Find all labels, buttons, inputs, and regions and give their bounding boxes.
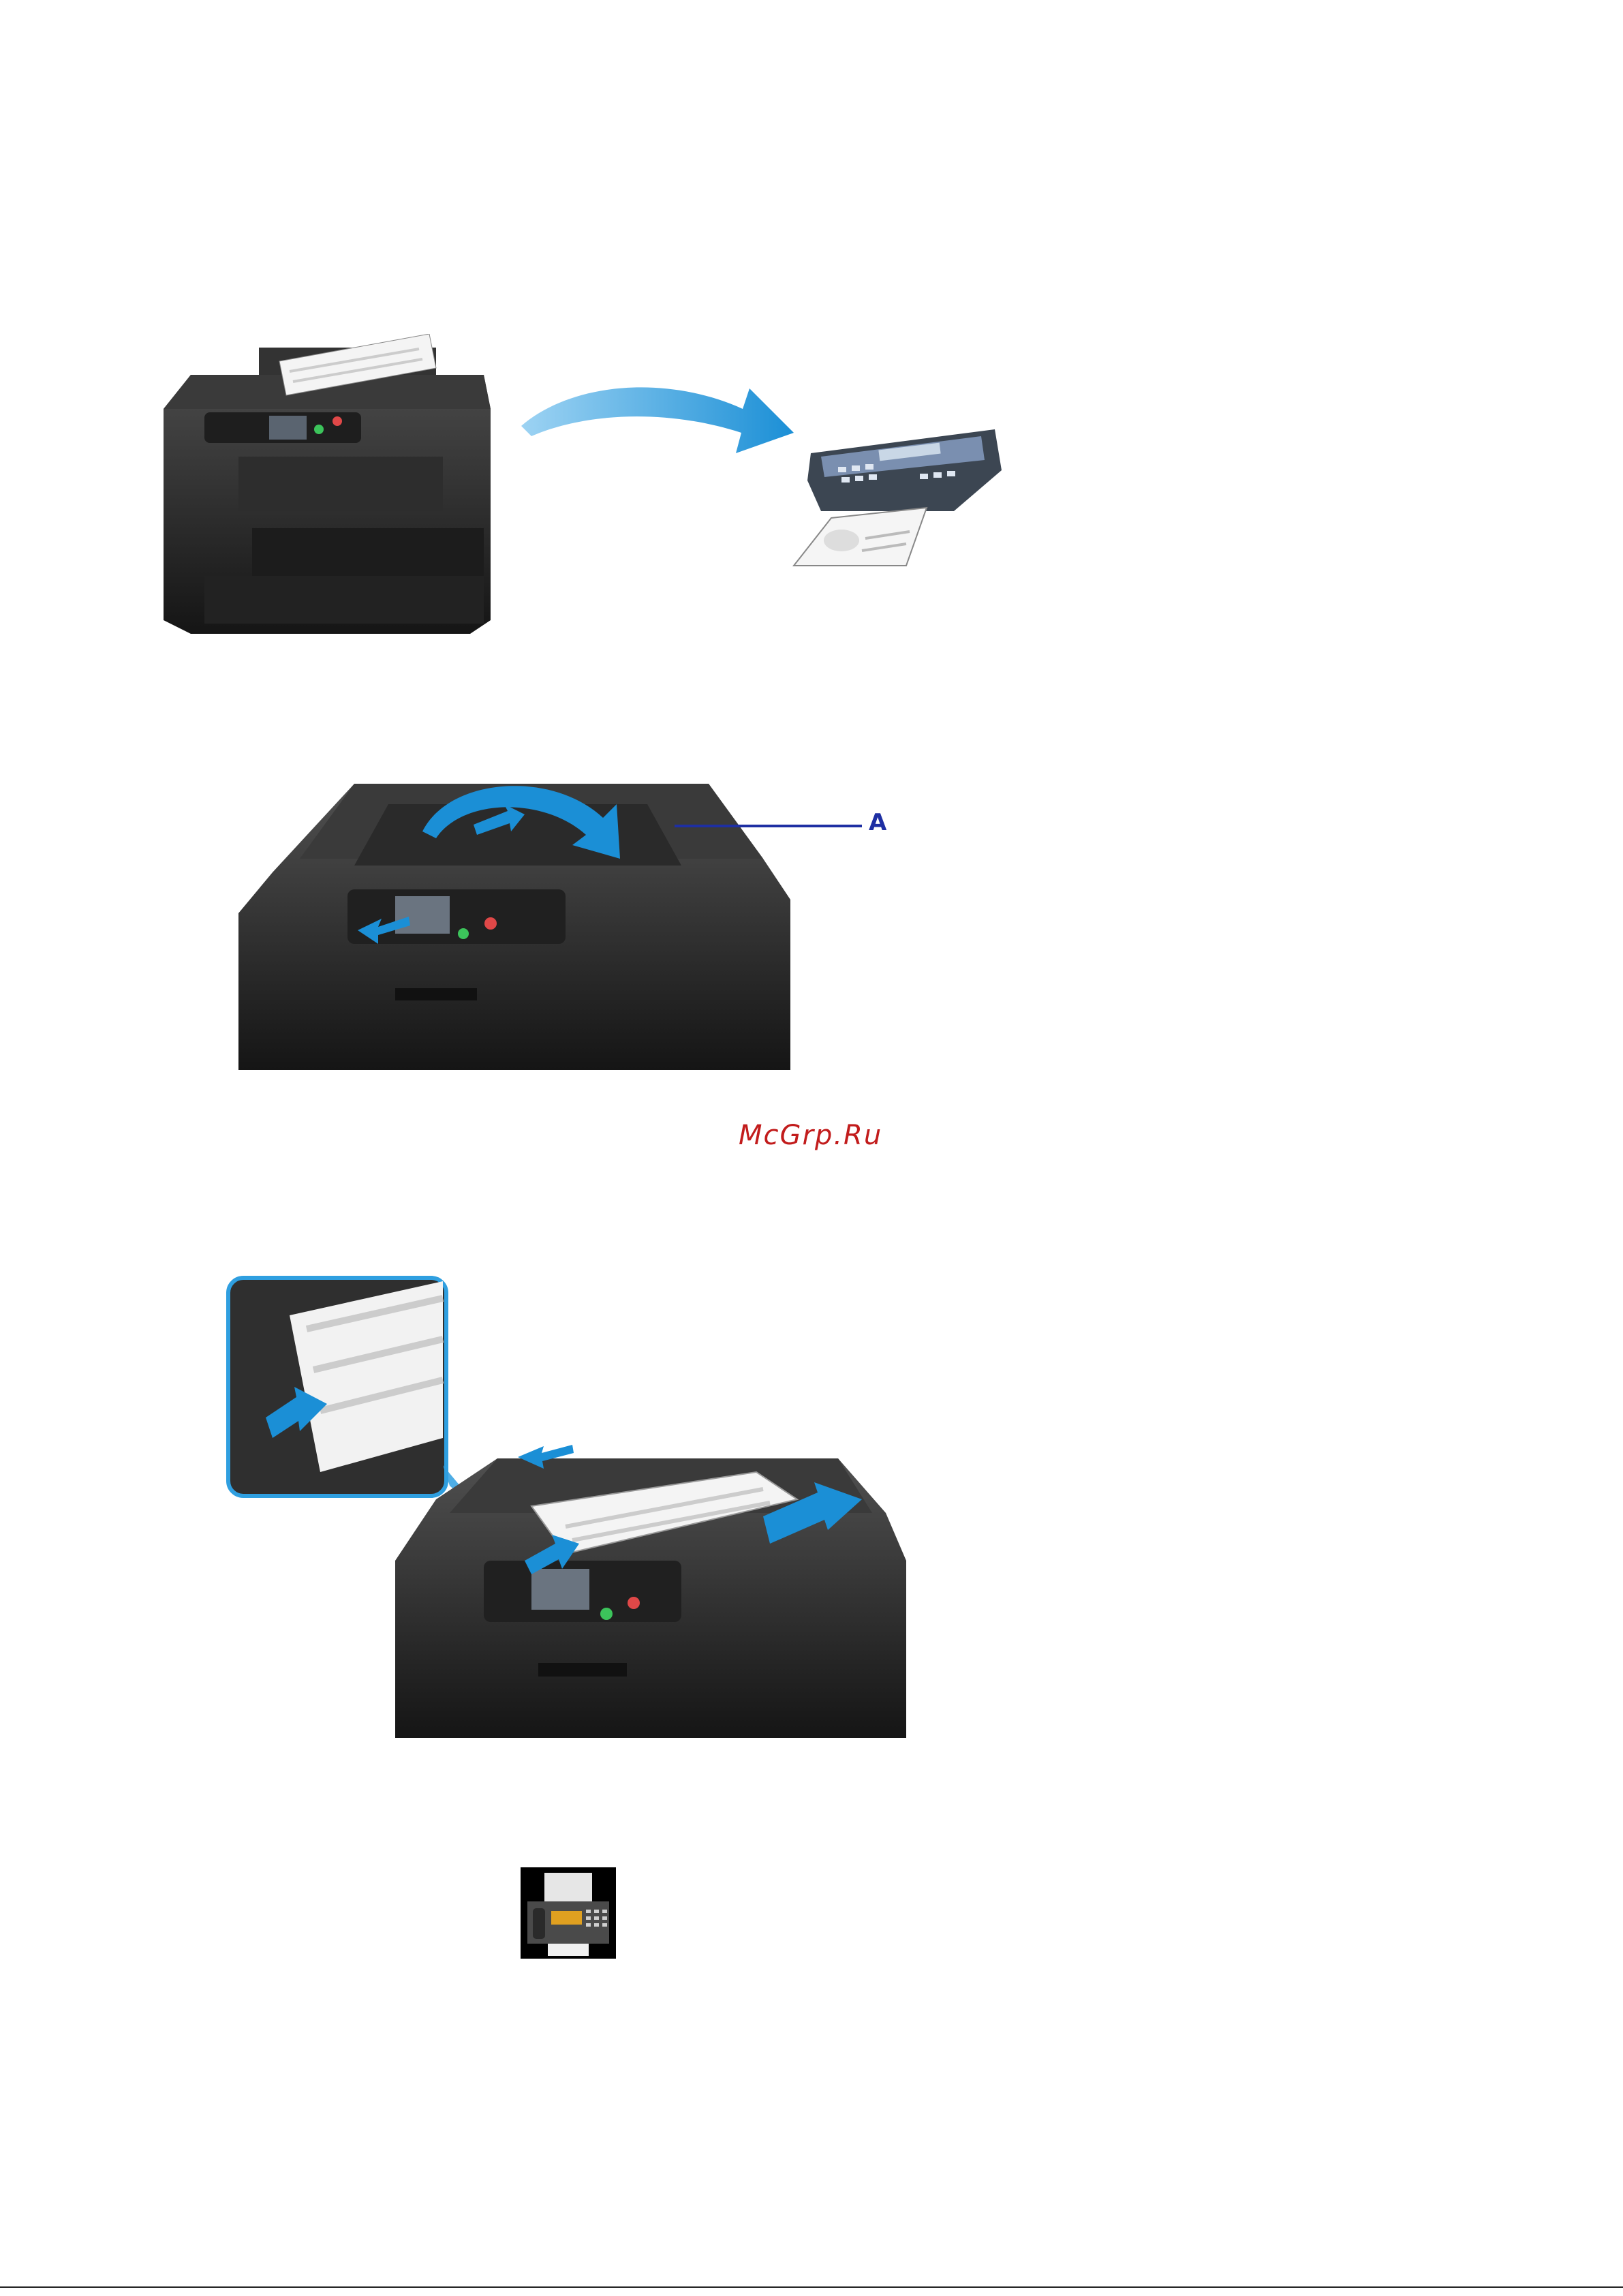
printer-icon: [164, 334, 491, 634]
feeder-guide-illustration: [232, 763, 927, 1070]
callout-label-a: A: [869, 809, 886, 836]
fax-machine-icon: [794, 429, 1002, 566]
fax-menu-icon: [521, 1867, 616, 1959]
printer-to-fax-illustration: [150, 334, 1036, 647]
footer-rule: [0, 2286, 1623, 2288]
zoom-inset: [228, 1278, 446, 1496]
document-loading-illustration: [225, 1274, 961, 1738]
send-arrow-icon: [521, 387, 794, 453]
watermark-text: McGrp.Ru: [739, 1120, 882, 1151]
